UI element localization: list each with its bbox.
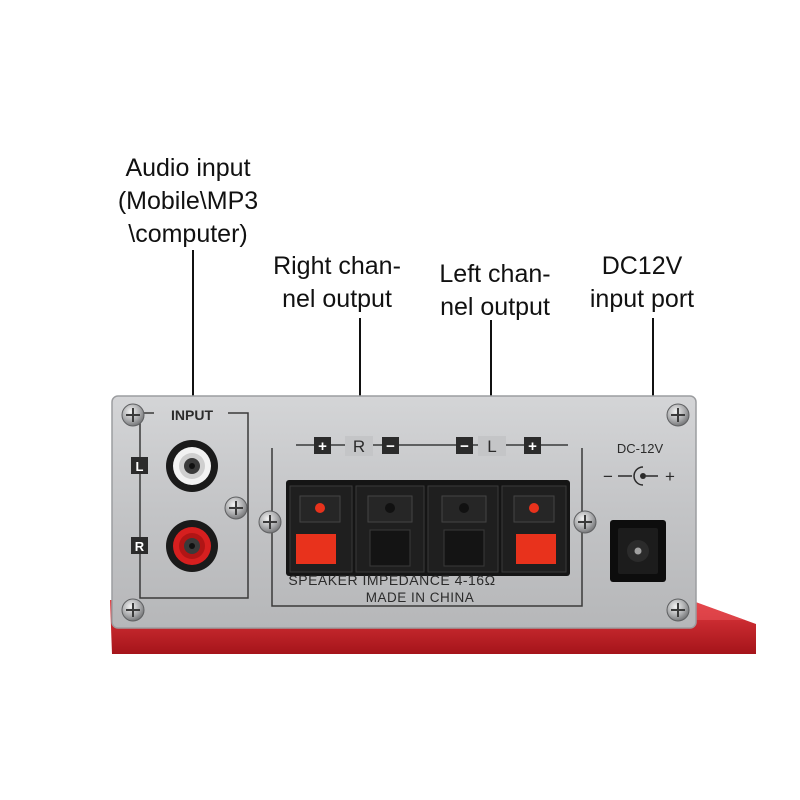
audio-input-callout-line-2: (Mobile\MP3 bbox=[117, 187, 259, 215]
dc-input-callout: DC12V input port bbox=[582, 250, 702, 316]
screw-bottom-left bbox=[121, 598, 145, 622]
screw-top-right bbox=[666, 403, 690, 427]
left-channel-label: L bbox=[487, 437, 496, 456]
screw-terminal-left bbox=[258, 510, 282, 534]
svg-text:−: − bbox=[460, 438, 469, 455]
svg-text:+: + bbox=[318, 438, 327, 455]
dc-minus-sign: − bbox=[603, 467, 613, 486]
terminal-left-minus[interactable] bbox=[427, 485, 499, 573]
made-in-text: MADE IN CHINA bbox=[366, 590, 475, 605]
right-minus-tag bbox=[382, 437, 399, 454]
jack-right-label: R bbox=[135, 539, 145, 554]
audio-input-callout-line-1: Audio input bbox=[125, 154, 251, 182]
svg-text:−: − bbox=[386, 438, 395, 455]
screw-bottom-right bbox=[666, 598, 690, 622]
left-minus-tag bbox=[456, 437, 473, 454]
audio-input-callout: Audio input (Mobile\MP3 \computer) bbox=[108, 152, 268, 251]
dc-label: DC-12V bbox=[617, 441, 664, 456]
dc-power-jack[interactable] bbox=[610, 520, 666, 582]
right-channel-callout-line-1: Right chan- bbox=[273, 252, 401, 280]
left-channel-callout: Left chan- nel output bbox=[428, 258, 562, 324]
terminal-left-plus[interactable] bbox=[501, 485, 567, 573]
left-plus-tag bbox=[524, 437, 541, 454]
dc-polarity-icon bbox=[618, 466, 658, 486]
dc-section: DC-12V − + bbox=[603, 441, 675, 582]
impedance-text: SPEAKER IMPEDANCE 4-16Ω bbox=[288, 572, 495, 588]
input-label: INPUT bbox=[171, 407, 213, 423]
screws bbox=[121, 403, 690, 622]
right-plus-tag bbox=[314, 437, 331, 454]
dc-input-callout-line-1: DC12V bbox=[601, 252, 683, 280]
dc-input-callout-line-2: input port bbox=[589, 285, 695, 313]
right-channel-callout: Right chan- nel output bbox=[262, 250, 412, 316]
right-channel-callout-line-2: nel output bbox=[282, 285, 392, 313]
left-channel-callout-line-2: nel output bbox=[440, 293, 550, 321]
screw-terminal-right bbox=[573, 510, 597, 534]
terminal-right-minus[interactable] bbox=[355, 485, 425, 573]
right-channel-label: R bbox=[353, 437, 365, 456]
left-channel-callout-line-1: Left chan- bbox=[439, 260, 551, 288]
terminal-right-plus[interactable] bbox=[289, 485, 353, 573]
jack-left-label: L bbox=[136, 459, 144, 474]
audio-input-callout-line-3: \computer) bbox=[128, 220, 248, 248]
jack-left-tag bbox=[131, 457, 148, 474]
speaker-section: + − R − + L bbox=[271, 436, 583, 607]
rca-jack-left[interactable] bbox=[166, 440, 218, 492]
dc-plus-sign: + bbox=[665, 467, 675, 486]
input-section: INPUT L R bbox=[131, 407, 249, 599]
svg-text:+: + bbox=[528, 438, 537, 455]
rca-jack-right[interactable] bbox=[166, 520, 218, 572]
jack-right-tag bbox=[131, 537, 148, 554]
screw-mid-left bbox=[224, 496, 248, 520]
screw-top-left bbox=[121, 403, 145, 427]
